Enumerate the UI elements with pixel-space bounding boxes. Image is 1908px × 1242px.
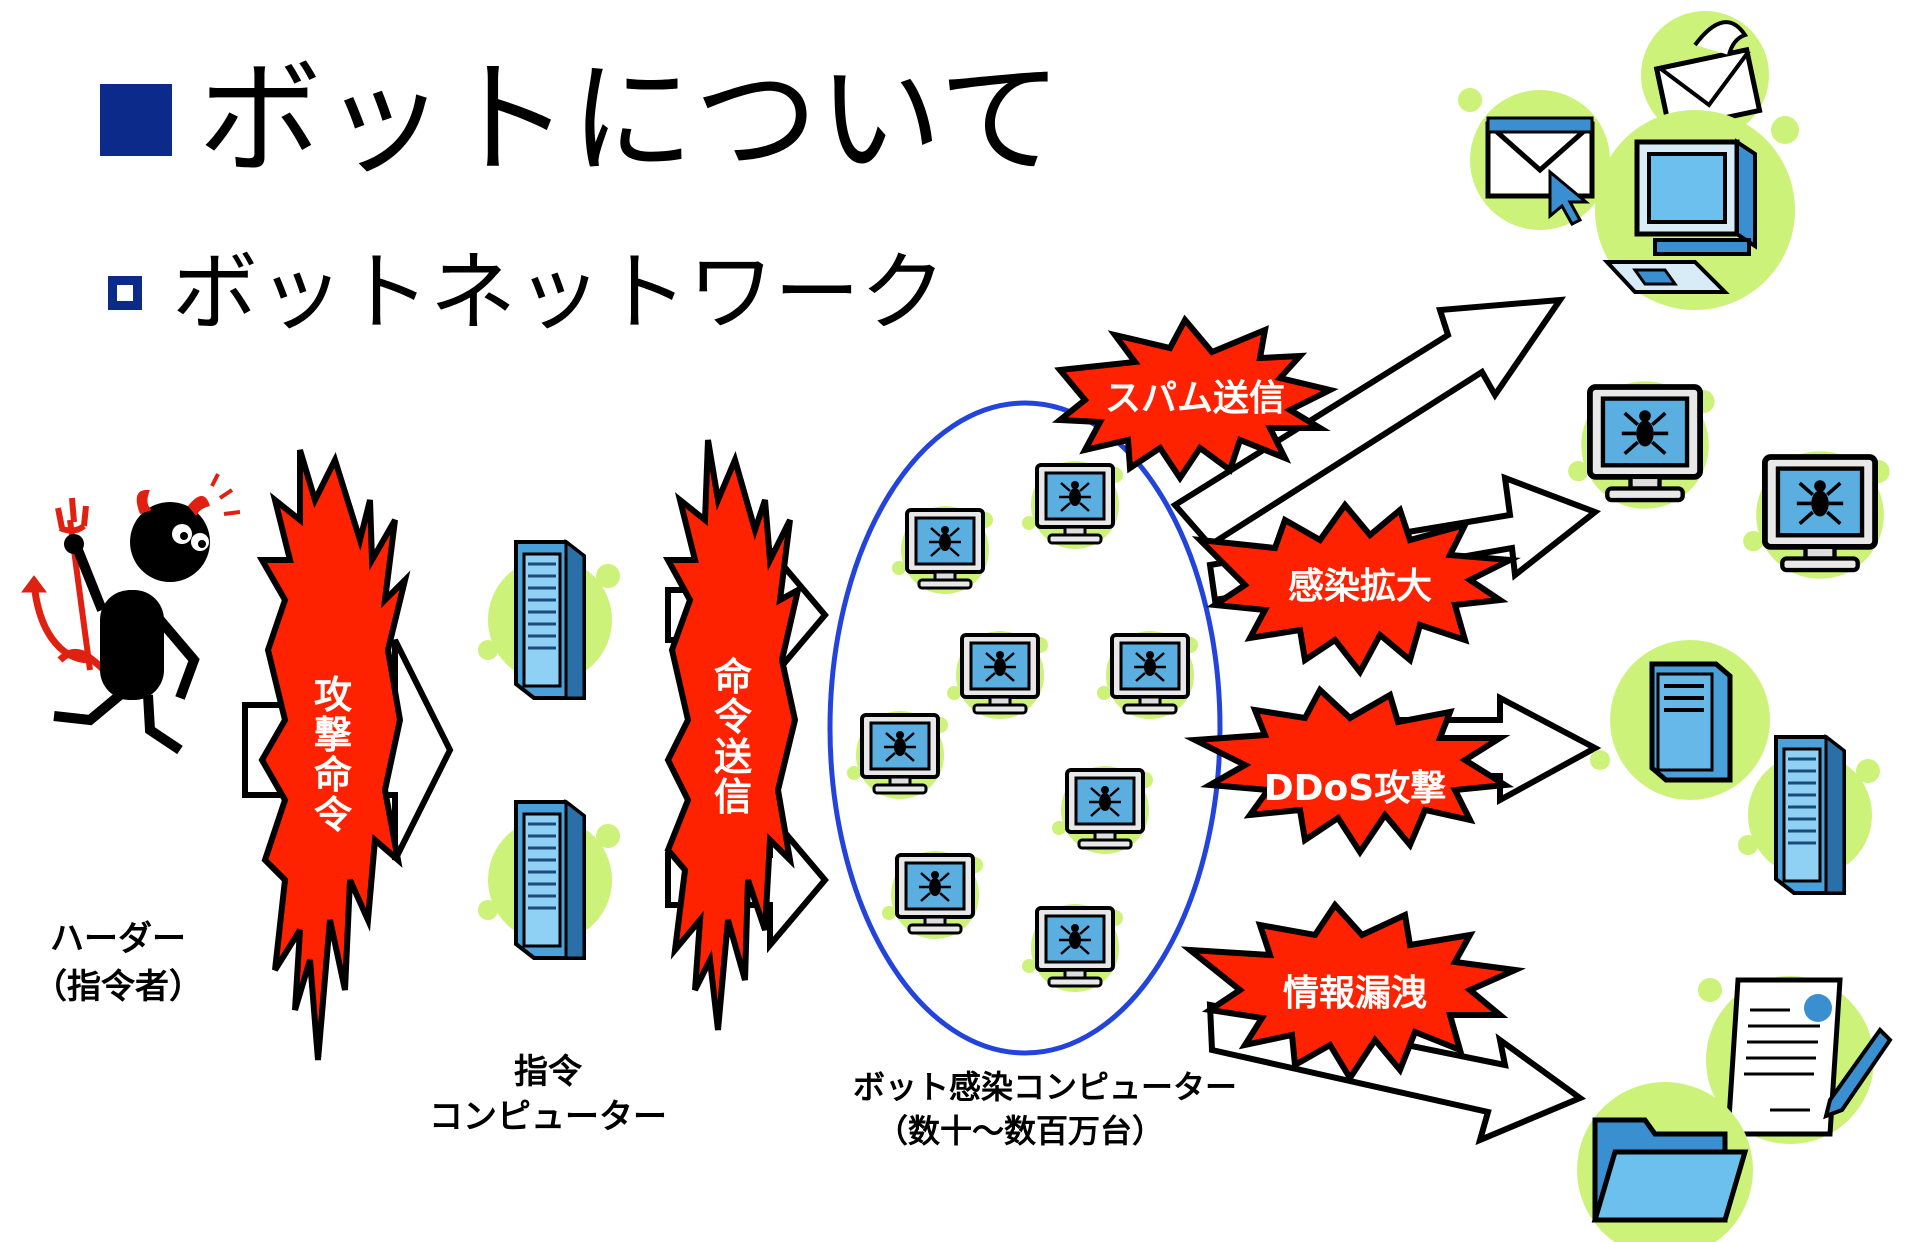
infected-monitor-icon: [882, 851, 983, 939]
infected-monitor-icon: [947, 631, 1048, 719]
burst-send-char-4: 信: [714, 775, 752, 819]
herder-label-2: （指令者）: [33, 967, 203, 1007]
server-icon: [1738, 735, 1880, 895]
infected-monitor-icon: [847, 711, 948, 799]
infected-monitor-icon: [1052, 766, 1153, 854]
title-text: ボットについて: [198, 48, 1063, 192]
infected-monitor-icon: [1568, 381, 1715, 509]
burst-send-char-1: 命: [714, 655, 752, 699]
page-title: ボットについて: [100, 58, 1062, 182]
botnet-ellipse: [827, 400, 1223, 1056]
burst-spread: 感染拡大: [1191, 500, 1521, 678]
email-icon: [1641, 11, 1769, 139]
server-icon: [478, 540, 620, 700]
computer-icon: [1590, 640, 1770, 800]
computer-icon: [1595, 110, 1799, 310]
subtitle-bullet-icon: [108, 276, 142, 310]
burst-attack-char-1: 攻: [314, 673, 352, 717]
burst-leak-label: 情報漏洩: [1283, 973, 1427, 1014]
server-icon: [478, 800, 620, 960]
burst-ddos: DDoS攻撃: [1183, 685, 1515, 858]
email-icon: [1458, 88, 1610, 230]
burst-attack-char-4: 令: [314, 793, 353, 837]
burst-send-char-2: 令: [714, 695, 753, 739]
arrow-spam: [1170, 296, 1567, 549]
devil-icon: [21, 473, 241, 755]
burst-attack-char-2: 撃: [314, 713, 352, 757]
infected-monitor-icon: [892, 506, 993, 594]
infected-monitor-icon: [1022, 461, 1123, 549]
folder-icon: [1577, 1082, 1753, 1242]
command-computer-label-1: 指令: [514, 1052, 583, 1092]
infected-monitor-icon: [1743, 451, 1890, 579]
burst-attack-command: 攻 撃 命 令: [256, 449, 411, 1061]
burst-spam-label: スパム送信: [1105, 378, 1285, 419]
infected-monitor-icon: [1097, 631, 1198, 719]
burst-attack-char-3: 命: [314, 753, 352, 797]
infected-monitor-icon: [1022, 904, 1123, 992]
page-subtitle: ボットネットワーク: [108, 250, 946, 336]
burst-leak: 情報漏洩: [1180, 900, 1526, 1084]
burst-command-send: 命 令 送 信: [662, 439, 803, 1031]
burst-send-char-3: 送: [714, 735, 752, 779]
burst-spam: スパム送信: [1051, 314, 1339, 484]
title-bullet-icon: [100, 84, 172, 156]
command-computer-label-2: コンピューター: [429, 1097, 667, 1137]
burst-ddos-label: DDoS攻撃: [1264, 768, 1446, 809]
infected-label-1: ボット感染コンピューター: [853, 1068, 1237, 1106]
document-icon: [1698, 976, 1893, 1144]
herder-label-1: ハーダー: [50, 919, 186, 959]
infected-label-2: （数十～数百万台）: [876, 1112, 1164, 1150]
burst-spread-label: 感染拡大: [1288, 566, 1432, 607]
subtitle-text: ボットネットワーク: [172, 243, 946, 343]
